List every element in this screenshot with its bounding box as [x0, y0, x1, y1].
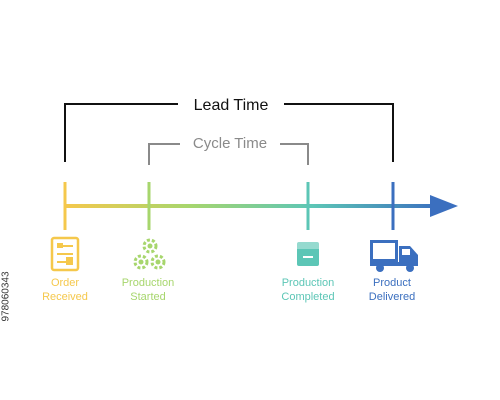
- cycle-time-bracket-left: [148, 143, 180, 165]
- lead-time-label: Lead Time: [194, 97, 269, 114]
- timeline-arrowhead: [430, 195, 458, 217]
- lead-time-bracket-left: [64, 103, 178, 162]
- milestone-label-line1: Order: [51, 277, 79, 289]
- milestone-label-line1: Production: [122, 277, 175, 289]
- gears-icon: [133, 238, 166, 270]
- stock-image-id-text: 978060343: [0, 271, 12, 322]
- cycle-time-label: Cycle Time: [193, 135, 267, 152]
- timeline-axis: [65, 195, 458, 217]
- milestone-label-line2: Started: [130, 291, 165, 303]
- milestone-label-line1: Product: [373, 277, 411, 289]
- milestone-label-production-started: Production Started: [122, 277, 175, 303]
- lead-time-bracket-right: [284, 103, 394, 162]
- cycle-time-bracket: Cycle Time: [148, 135, 309, 165]
- milestone-label-production-completed: Production Completed: [281, 277, 334, 303]
- milestone-ticks: [63, 182, 395, 230]
- clipboard-icon: [50, 236, 80, 272]
- cycle-time-bracket-right: [280, 143, 309, 165]
- milestone-label-line2: Delivered: [369, 291, 415, 303]
- truck-icon: [370, 240, 418, 272]
- box-icon: [297, 242, 319, 266]
- milestone-label-product-delivered: Product Delivered: [369, 277, 415, 303]
- lead-time-bracket: Lead Time: [64, 97, 394, 162]
- stock-image-id: 978060343: [0, 0, 12, 400]
- milestone-label-line2: Received: [42, 291, 88, 303]
- milestone-label-line1: Production: [282, 277, 335, 289]
- milestone-label-line2: Completed: [281, 291, 334, 303]
- milestone-label-order-received: Order Received: [42, 277, 88, 303]
